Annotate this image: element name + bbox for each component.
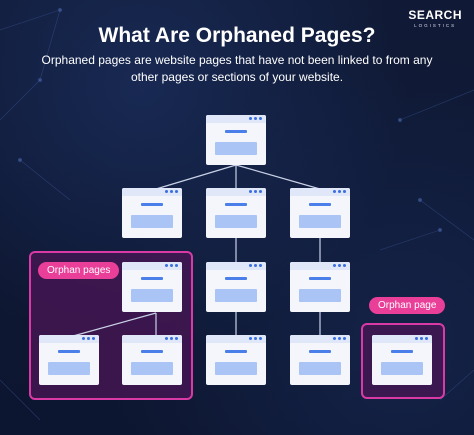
webpage-root	[206, 115, 266, 165]
webpage-level3-middle	[206, 335, 266, 385]
webpage-level2-middle	[206, 262, 266, 312]
orphan-pages-label: Orphan pages	[38, 262, 120, 279]
webpage-orphan-child-right	[122, 335, 182, 385]
webpage-orphan-parent	[122, 262, 182, 312]
logo-tagline: LOGISTICS	[414, 23, 457, 28]
webpage-level1-left	[122, 188, 182, 238]
page-title: What Are Orphaned Pages?	[98, 24, 376, 47]
webpage-level1-right	[290, 188, 350, 238]
webpage-level1-middle	[206, 188, 266, 238]
orphan-page-label: Orphan page	[369, 297, 446, 314]
logo-name: SEARCH	[408, 8, 462, 22]
page-subtitle: Orphaned pages are website pages that ha…	[41, 53, 433, 84]
connector-orphan-left	[72, 312, 157, 337]
connector-root-right	[235, 164, 321, 190]
webpage-orphan-single	[372, 335, 432, 385]
webpage-level2-right	[290, 262, 350, 312]
connector-root-left	[155, 164, 237, 190]
search-logistics-logo: SEARCH LOGISTICS	[408, 8, 462, 28]
webpage-orphan-child-left	[39, 335, 99, 385]
webpage-level3-right	[290, 335, 350, 385]
